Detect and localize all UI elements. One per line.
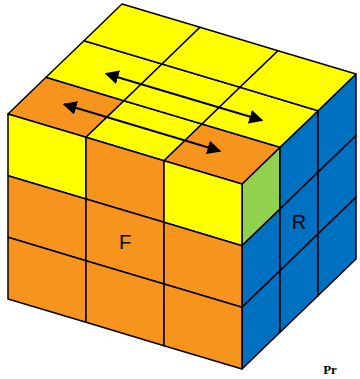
top-sticker (240, 51, 356, 111)
face-label: F (119, 232, 131, 252)
front-sticker (8, 237, 86, 322)
turn-arrow (106, 74, 262, 121)
front-sticker (164, 284, 242, 369)
right-sticker (280, 234, 318, 332)
front-sticker (86, 261, 164, 346)
right-sticker (318, 197, 356, 295)
turn-arrow (64, 104, 220, 151)
right-sticker (242, 271, 280, 369)
corner-note: Pr (323, 363, 337, 376)
face-label: R (292, 212, 306, 232)
